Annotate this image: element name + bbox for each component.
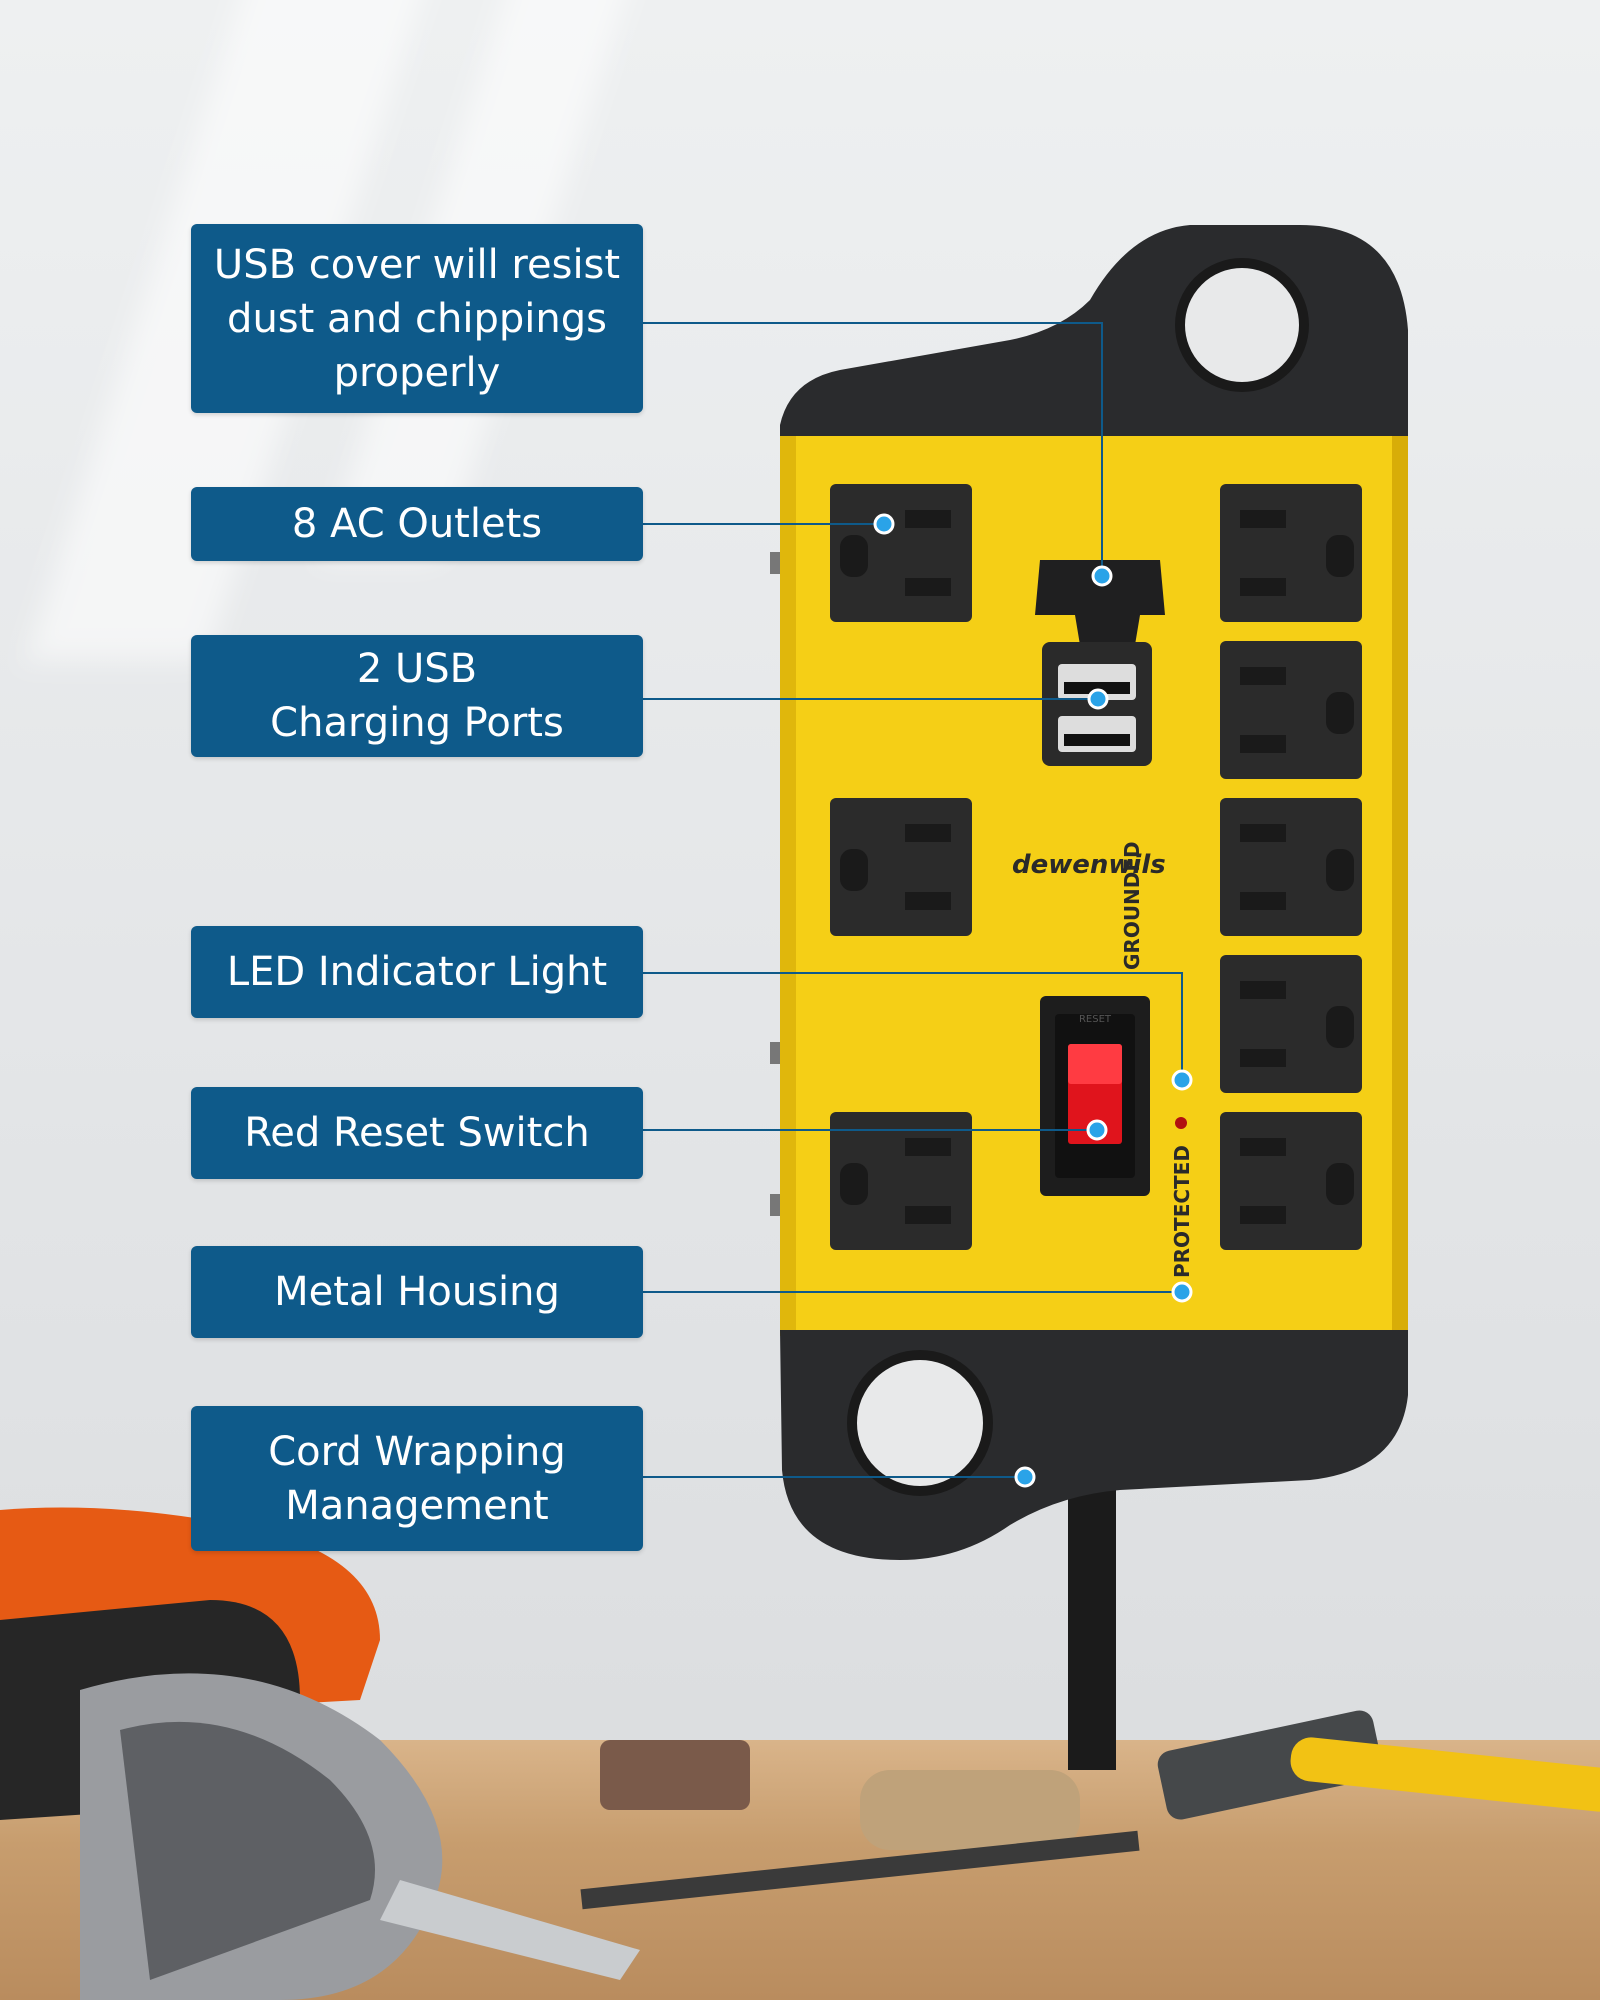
grounded-label: GROUNDED (1120, 841, 1144, 970)
clamp (600, 1740, 750, 1810)
hammer-head (1157, 1710, 1383, 1820)
led-light (1175, 1117, 1187, 1129)
drill-bit (380, 1880, 640, 1980)
callout-housing: Metal Housing (191, 1246, 643, 1338)
callout-text: 8 AC Outlets (291, 501, 543, 547)
usb-cover (1035, 560, 1165, 645)
callout-text: Cord Wrapping Management (268, 1428, 566, 1529)
callout-ac-outlets: 8 AC Outlets (191, 487, 643, 561)
callout-usb-cover: USB cover will resist dust and chippings… (191, 224, 643, 413)
callout-dot (1014, 1466, 1036, 1488)
reset-switch-label: RESET (1078, 1014, 1112, 1025)
callout-text: Red Reset Switch (244, 1110, 590, 1156)
brush (860, 1770, 1080, 1850)
hanging-hole-top (1175, 258, 1309, 392)
saw (580, 1830, 1140, 1910)
callout-reset: Red Reset Switch (191, 1087, 643, 1179)
hanging-hole-bottom (847, 1350, 993, 1496)
callout-dot (1171, 1069, 1193, 1091)
callout-usb-ports: 2 USB Charging Ports (191, 635, 643, 757)
callout-text: USB cover will resist dust and chippings… (213, 241, 621, 396)
callout-dot (1171, 1281, 1193, 1303)
top-cap (780, 225, 1408, 440)
protected-label: PROTECTED (1170, 1145, 1194, 1278)
callout-dot (1087, 688, 1109, 710)
callout-text: LED Indicator Light (226, 949, 608, 995)
brand-logo: dewenwils (1012, 850, 1166, 880)
power-cord (1068, 1480, 1116, 1770)
callout-cord: Cord Wrapping Management (191, 1406, 643, 1551)
callout-dot (1086, 1119, 1108, 1141)
callout-dot (873, 513, 895, 535)
callout-dot (1091, 565, 1113, 587)
callout-text: Metal Housing (274, 1269, 560, 1315)
hammer-handle (1290, 1737, 1600, 1812)
callout-led: LED Indicator Light (191, 926, 643, 1018)
callout-text: 2 USB Charging Ports (270, 646, 564, 746)
